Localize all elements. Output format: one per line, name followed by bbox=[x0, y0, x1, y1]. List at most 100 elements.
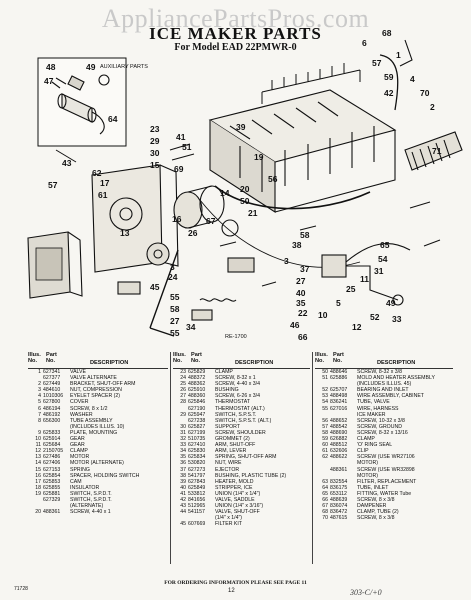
part-description: VALVE bbox=[70, 369, 86, 375]
part-description: ARM, SHUT-OFF bbox=[215, 442, 256, 449]
illus-number: 35 bbox=[180, 454, 186, 461]
illus-number: 29 bbox=[180, 411, 186, 418]
part-description: CLAMP bbox=[357, 436, 375, 443]
callout-64: 64 bbox=[108, 114, 118, 124]
table-row: (1/4" x 1/4") bbox=[173, 515, 310, 521]
heater-drawing bbox=[214, 185, 371, 210]
header-illus: Illus. No. bbox=[315, 352, 328, 365]
callout-47: 47 bbox=[44, 76, 54, 86]
callout-65: 65 bbox=[380, 240, 390, 250]
illus-number: 20 bbox=[35, 509, 41, 516]
part-description: CLAMP bbox=[215, 369, 233, 375]
callout-50: 50 bbox=[240, 196, 250, 206]
illus-number: 31 bbox=[180, 429, 186, 436]
illus-number: 39 bbox=[180, 478, 186, 485]
part-number: 486194 bbox=[43, 405, 61, 412]
part-number: 488622 bbox=[330, 454, 348, 461]
callout-40: 40 bbox=[296, 288, 306, 298]
part-description: SCREW, 8 x 3/8 bbox=[357, 515, 395, 522]
illus-number: 4 bbox=[38, 393, 41, 400]
table-row: (ALTERNATE) bbox=[28, 503, 168, 509]
callout-3: 3 bbox=[170, 262, 175, 272]
part-description: SCREW, 8-32 x 1 bbox=[215, 375, 256, 382]
part-number: 625853 bbox=[43, 478, 61, 485]
part-description: MOTOR) bbox=[357, 472, 378, 479]
part-number: 510735 bbox=[188, 436, 206, 443]
part-number: 541797 bbox=[188, 472, 206, 479]
illus-number: 52 bbox=[322, 387, 328, 394]
stripper-drawing bbox=[404, 131, 463, 171]
auxiliary-label: AUXILIARY PARTS bbox=[100, 64, 148, 70]
callout-29: 29 bbox=[150, 136, 160, 146]
illus-number: 51 bbox=[322, 375, 328, 382]
callout-49: 49 bbox=[86, 62, 96, 72]
part-number: 488361 bbox=[330, 466, 348, 473]
header-description: DESCRIPTION bbox=[235, 360, 274, 366]
part-number: 841656 bbox=[188, 496, 206, 503]
part-description: INSULATOR bbox=[70, 484, 100, 491]
part-number: 625829 bbox=[188, 369, 206, 375]
part-number: 625854 bbox=[43, 472, 61, 479]
callout-22: 22 bbox=[298, 308, 308, 318]
part-description: WIRE, HARNESS bbox=[357, 405, 399, 412]
callout-2: 2 bbox=[430, 102, 435, 112]
callout-57: 57 bbox=[48, 180, 58, 190]
callout-12: 12 bbox=[352, 322, 362, 332]
illus-number: 50 bbox=[322, 369, 328, 375]
ordering-footer: FOR ORDERING INFORMATION PLEASE SEE PAGE… bbox=[164, 580, 307, 586]
part-number: 607669 bbox=[188, 521, 206, 528]
part-description: BRACKET, SHUT-OFF ARM bbox=[70, 381, 136, 388]
callout-30: 30 bbox=[150, 148, 160, 158]
part-number: 488362 bbox=[188, 381, 206, 388]
part-description: SPACER, HOLDING SWITCH bbox=[70, 472, 140, 479]
illus-number: 17 bbox=[35, 478, 41, 485]
part-description: (1/4" x 1/4") bbox=[215, 515, 243, 522]
callout-68: 68 bbox=[382, 28, 392, 38]
filter-kit-drawing bbox=[51, 74, 110, 135]
illus-number: 57 bbox=[322, 423, 328, 430]
part-description: EYELET SPACER (2) bbox=[70, 393, 120, 400]
part-description: TUBE ASSEMBLY bbox=[70, 417, 113, 424]
part-description: SCREW (USE WR27106 bbox=[357, 454, 415, 461]
callout-62: 62 bbox=[92, 168, 102, 178]
part-description: SCREW, 8 x 3/8 bbox=[357, 496, 395, 503]
part-number: 484610 bbox=[43, 387, 61, 394]
illus-number: 28 bbox=[180, 399, 186, 406]
part-description: UNION (1/4" x 3/16") bbox=[215, 503, 264, 510]
callout-37: 37 bbox=[300, 264, 310, 274]
part-description: ICE MAKER bbox=[357, 411, 386, 418]
part-number: 836472 bbox=[330, 509, 348, 516]
part-number: 488652 bbox=[330, 417, 348, 424]
part-description: 'O' RING SEAL bbox=[357, 442, 393, 449]
illus-number: 19 bbox=[35, 490, 41, 497]
part-number: 488361 bbox=[43, 509, 61, 516]
part-number: 627341 bbox=[43, 369, 61, 375]
part-number: 625834 bbox=[188, 454, 206, 461]
callout-54: 54 bbox=[378, 254, 388, 264]
illus-number: 25 bbox=[180, 381, 186, 388]
part-description: SWITCH, S.P.D.T. bbox=[70, 490, 112, 497]
part-number: 487615 bbox=[330, 515, 348, 522]
part-number: 625910 bbox=[188, 387, 206, 394]
part-number: 627329 bbox=[43, 496, 61, 503]
illus-number: 53 bbox=[322, 393, 328, 400]
part-description: SWITCH, S.P.S.T. (ALT.) bbox=[215, 417, 272, 424]
illus-number: 37 bbox=[180, 466, 186, 473]
